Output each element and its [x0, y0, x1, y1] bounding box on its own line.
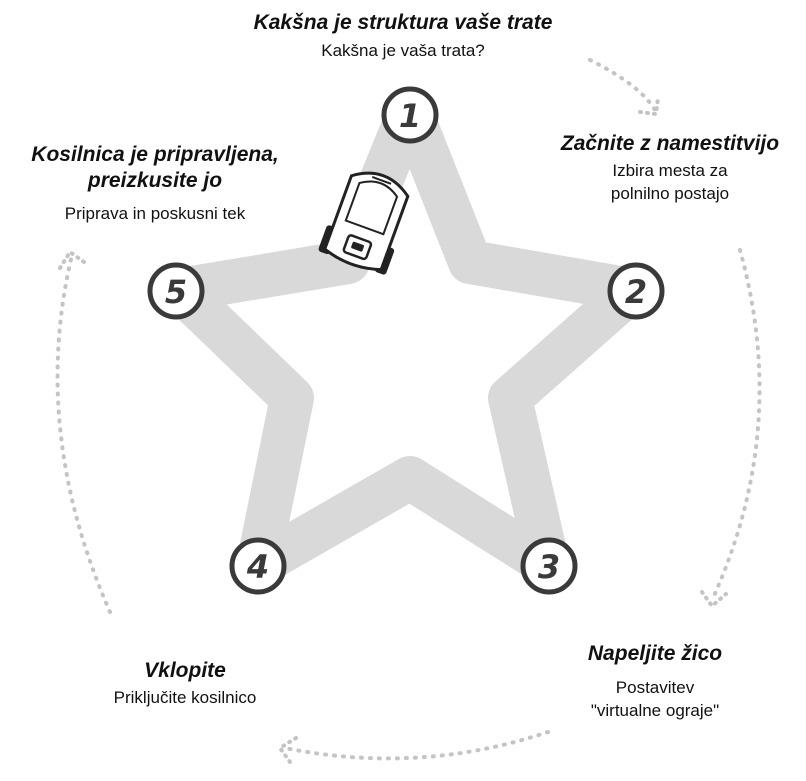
step-number-5: 5	[165, 273, 187, 311]
arrow-1-to-2	[588, 58, 657, 112]
step-5-text: Kosilnica je pripravljena, preizkusite j…	[5, 142, 305, 225]
step-1-title: Kakšna je struktura vaše trate	[253, 11, 553, 34]
step-4-text: Vklopite Priključite kosilnico	[85, 658, 285, 709]
step-2-title: Začnite z namestitvijo	[560, 132, 780, 155]
arrow-2-to-3	[710, 248, 762, 602]
arrow-4-to-5	[55, 253, 112, 614]
step-3-title: Napeljite žico	[587, 642, 723, 665]
step-number-4: 4	[246, 548, 269, 586]
step-3-subtitle-line-1: Postavitev	[615, 678, 695, 697]
step-1-subtitle: Kakšna je vaša trata?	[321, 41, 485, 60]
step-number-1: 1	[399, 97, 421, 135]
step-2-text: Začnite z namestitvijo Izbira mesta za p…	[540, 131, 800, 205]
step-circle-2: 2	[607, 262, 665, 320]
star-path	[158, 88, 654, 587]
step-5-title-line-2: preizkusite jo	[87, 169, 223, 192]
arrow-head-3	[277, 736, 298, 764]
step-circle-5: 5	[147, 262, 205, 320]
step-5-subtitle: Priprava in poskusni tek	[64, 204, 246, 223]
arrow-heads	[58, 96, 728, 764]
robot-mower-icon	[318, 171, 410, 275]
step-number-2: 2	[625, 273, 647, 311]
step-circle-4: 4	[229, 537, 287, 595]
step-3-text: Napeljite žico Postavitev "virtualne ogr…	[545, 641, 765, 722]
step-2-subtitle-line-2: polnilno postajo	[610, 184, 730, 203]
arrow-3-to-4	[283, 730, 550, 761]
step-2-subtitle-line-1: Izbira mesta za	[612, 161, 728, 180]
step-5-title-line-1: Kosilnica je pripravljena,	[31, 143, 279, 166]
step-4-subtitle: Priključite kosilnico	[113, 688, 257, 707]
step-circle-1: 1	[381, 86, 439, 144]
step-number-3: 3	[538, 548, 560, 586]
step-4-title: Vklopite	[144, 659, 226, 682]
dotted-cycle-arrows	[55, 58, 762, 761]
step-circle-3: 3	[520, 537, 578, 595]
arrow-head-4	[58, 249, 86, 270]
arrow-head-2	[700, 590, 728, 609]
step-3-subtitle-line-2: "virtualne ograje"	[590, 701, 720, 720]
arrow-head-1	[638, 96, 660, 117]
step-1-text: Kakšna je struktura vaše trate Kakšna je…	[193, 10, 613, 62]
